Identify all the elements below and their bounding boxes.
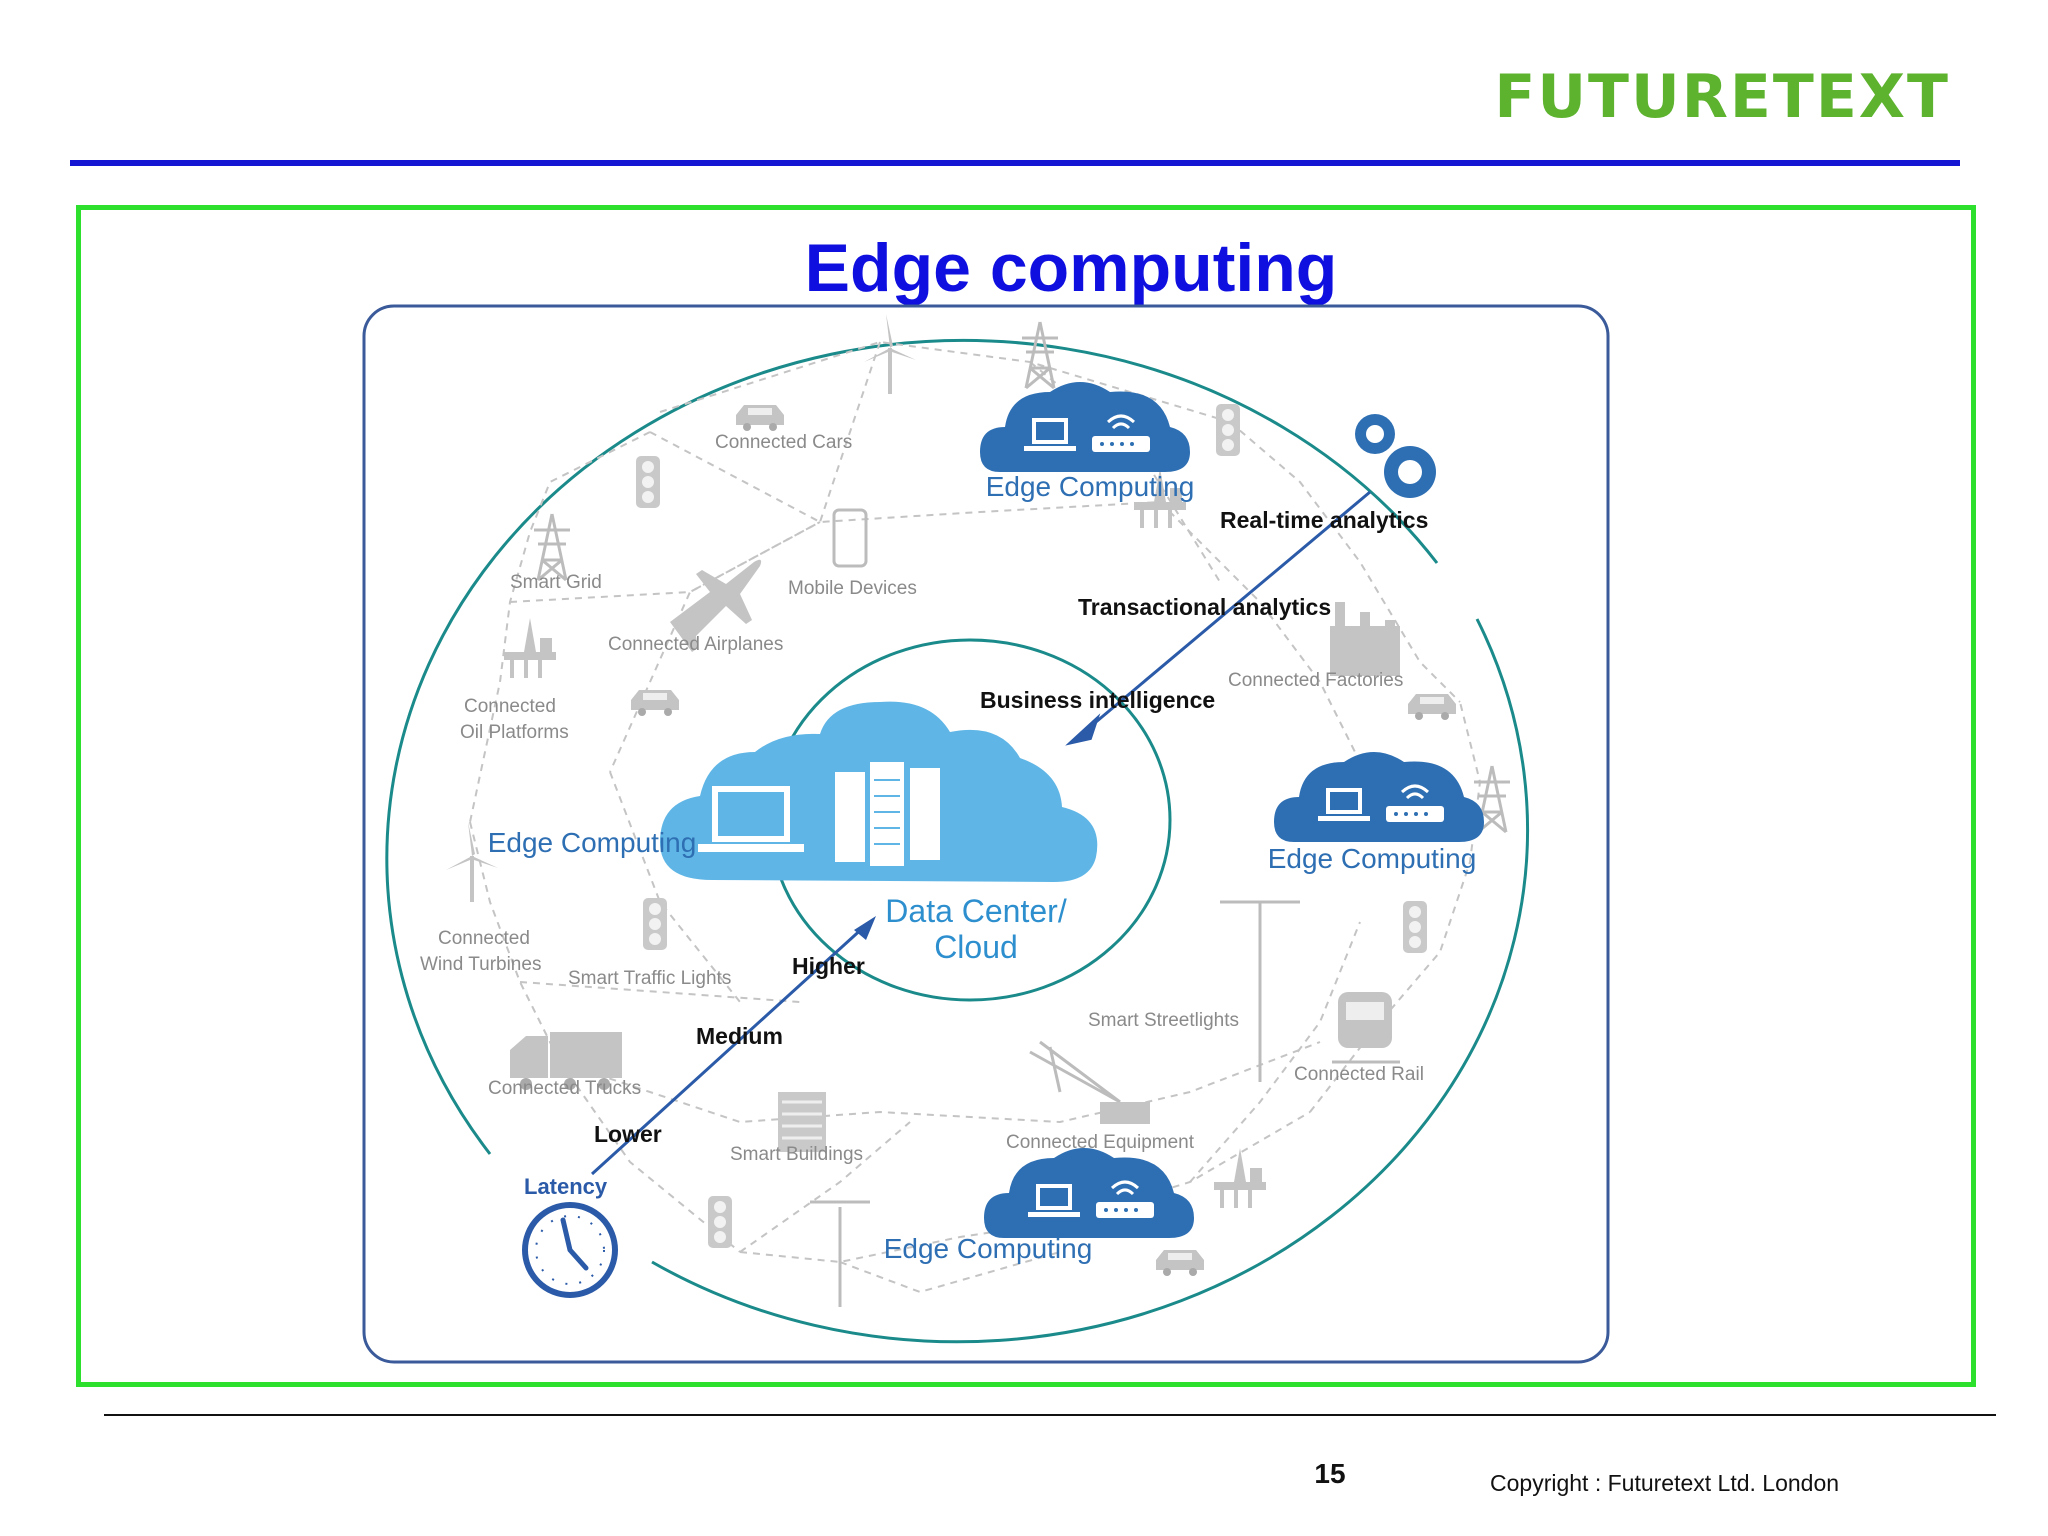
gears-icon <box>1355 414 1436 498</box>
traffic-light-icon <box>708 1196 732 1248</box>
label-connected-trucks: Connected Trucks <box>488 1078 641 1099</box>
label-edge-computing-right: Edge Computing <box>1268 843 1477 874</box>
label-smart-traffic-lights: Smart Traffic Lights <box>568 968 731 989</box>
label-connected-oil-2: Oil Platforms <box>460 722 569 743</box>
factory-icon <box>1330 602 1400 676</box>
label-latency-higher: Higher <box>792 953 865 979</box>
label-latency: Latency <box>524 1174 608 1199</box>
label-connected-airplanes: Connected Airplanes <box>608 634 783 655</box>
label-transactional-analytics: Transactional analytics <box>1078 594 1331 620</box>
label-latency-lower: Lower <box>594 1121 662 1147</box>
label-connected-wind-2: Wind Turbines <box>420 954 541 975</box>
copyright-text: Copyright : Futuretext Ltd. London <box>1490 1470 1840 1496</box>
traffic-light-icon <box>643 898 667 950</box>
truck-icon <box>510 1032 622 1090</box>
airplane-icon <box>670 559 762 652</box>
content-frame <box>76 205 1976 1387</box>
streetlight-icon <box>810 1200 870 1307</box>
train-icon <box>1332 992 1400 1064</box>
label-data-center-1: Data Center/ <box>885 893 1067 929</box>
label-edge-computing-left: Edge Computing <box>488 827 697 858</box>
label-connected-cars: Connected Cars <box>715 432 852 453</box>
slide-title: Edge computing <box>804 230 1338 306</box>
label-edge-computing-top: Edge Computing <box>986 471 1195 502</box>
traffic-light-icon <box>1216 404 1240 456</box>
outer-ring-arc-main <box>385 339 1439 1155</box>
label-smart-streetlights: Smart Streetlights <box>1088 1010 1239 1031</box>
label-smart-buildings: Smart Buildings <box>730 1144 863 1165</box>
label-connected-oil-1: Connected <box>464 696 556 717</box>
edge-computing-diagram: Connected Cars Edge Computing Real-time … <box>362 304 1610 1364</box>
label-connected-equipment: Connected Equipment <box>1006 1132 1195 1153</box>
crane-icon <box>1029 1040 1150 1124</box>
data-center-cloud-icon <box>660 701 1098 882</box>
page-number: 15 <box>1314 1458 1346 1489</box>
futuretext-logo: FUTURETEXT <box>1494 62 1950 132</box>
label-data-center-2: Cloud <box>934 929 1018 965</box>
building-icon <box>778 1092 826 1152</box>
label-mobile-devices: Mobile Devices <box>788 578 917 599</box>
clock-icon <box>522 1202 618 1298</box>
footer-rule <box>104 1414 1996 1416</box>
mobile-device-icon <box>832 508 868 568</box>
label-connected-rail: Connected Rail <box>1294 1064 1424 1085</box>
header-rule <box>70 160 1960 166</box>
traffic-light-icon <box>636 456 660 508</box>
streetlight-icon <box>1220 900 1300 1082</box>
label-edge-computing-bottom: Edge Computing <box>884 1233 1093 1264</box>
label-connected-wind-1: Connected <box>438 928 530 949</box>
label-latency-medium: Medium <box>696 1023 783 1049</box>
outer-ring-arc-lower <box>651 618 1530 1344</box>
label-connected-factories: Connected Factories <box>1228 670 1403 691</box>
analytics-arrow <box>1083 490 1371 734</box>
analytics-arrowhead <box>1065 713 1101 746</box>
device-icons <box>446 314 1512 1307</box>
label-business-intelligence: Business intelligence <box>980 687 1215 713</box>
latency-arrow <box>590 924 867 1176</box>
latency-arrowhead <box>854 916 876 940</box>
traffic-light-icon <box>1403 901 1427 953</box>
label-smart-grid: Smart Grid <box>510 572 602 593</box>
label-realtime-analytics: Real-time analytics <box>1220 507 1428 533</box>
